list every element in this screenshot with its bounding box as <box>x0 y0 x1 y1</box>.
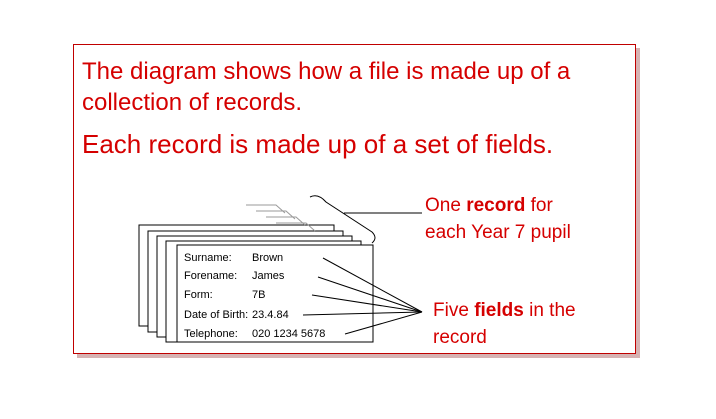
fields-label-post: in the <box>529 300 576 321</box>
fields-label-line2: record <box>433 327 487 348</box>
field-pointer-line <box>322 257 423 313</box>
field-pointer-line <box>311 294 423 313</box>
record-label-bold: record <box>466 195 526 216</box>
field-pointer-line <box>317 276 423 313</box>
field-name: Date of Birth: <box>184 309 248 321</box>
record-label: One record for each Year 7 pupil <box>425 192 571 246</box>
record-label-line2: each Year 7 pupil <box>425 222 571 243</box>
field-pointer-line <box>344 311 423 335</box>
record-card-front <box>176 244 374 343</box>
record-fields: Surname: Brown Forename: James Form: 7B … <box>184 252 325 340</box>
fields-statement: Each record is made up of a set of field… <box>82 129 554 159</box>
record-label-post: for <box>530 195 553 216</box>
field-name: Telephone: <box>184 328 238 340</box>
fields-label-pre: Five <box>433 300 469 321</box>
field-name: Forename: <box>184 270 237 282</box>
field-value: 23.4.84 <box>252 309 289 321</box>
stack-tab-lines <box>246 204 316 232</box>
field-name: Form: <box>184 289 213 301</box>
field-value: 020 1234 5678 <box>252 328 325 340</box>
intro-text: The diagram shows how a file is made up … <box>82 58 571 116</box>
field-pointer-lines <box>302 257 423 335</box>
field-value: 7B <box>252 289 265 301</box>
field-name: Surname: <box>184 252 232 264</box>
fields-label: Five fields in the record <box>433 297 576 351</box>
record-label-pre: One <box>425 195 461 216</box>
record-brace <box>309 195 376 244</box>
field-value: James <box>252 270 285 282</box>
fields-label-bold: fields <box>474 300 524 321</box>
field-value: Brown <box>252 252 283 264</box>
field-pointer-line <box>302 311 423 316</box>
